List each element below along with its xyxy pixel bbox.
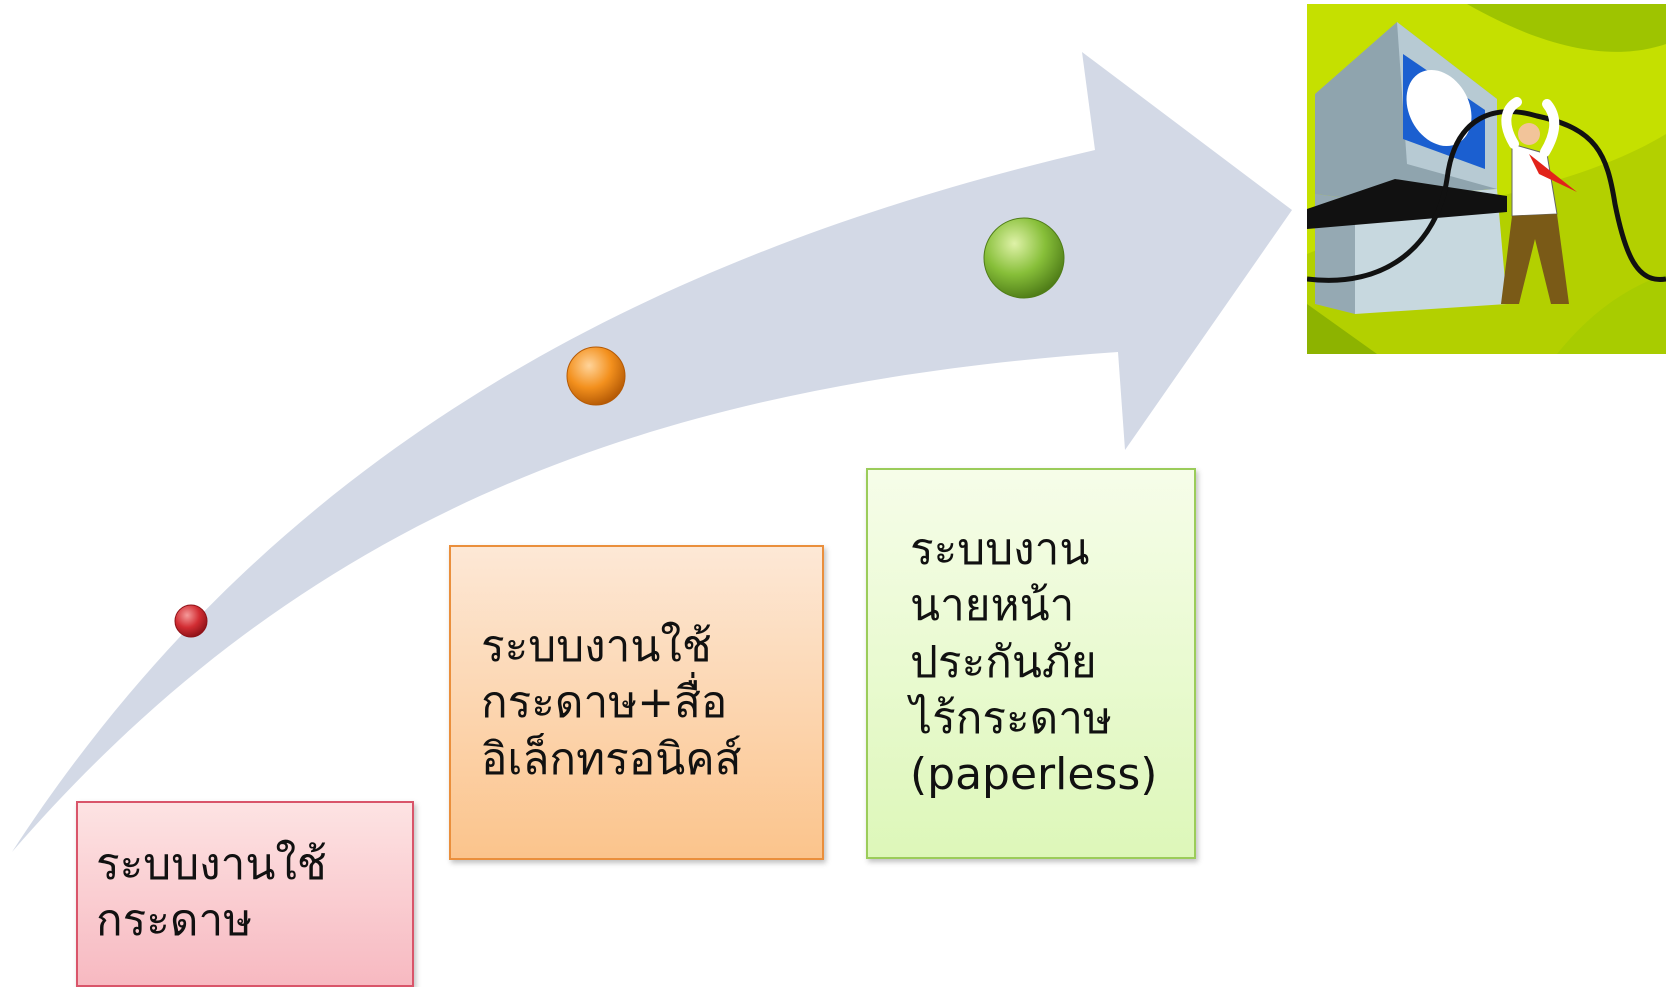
stage-3-line: ไร้กระดาษ bbox=[910, 692, 1112, 744]
stage-3-line: ประกันภัย bbox=[910, 636, 1097, 688]
stage-3-line: (paperless) bbox=[910, 749, 1158, 801]
stage-1-line: กระดาษ bbox=[96, 895, 253, 947]
stage-1-box: ระบบงานใช้ กระดาษ bbox=[76, 801, 414, 987]
stage-2-line: กระดาษ+สื่อ bbox=[481, 677, 728, 729]
stage-3-box: ระบบงาน นายหน้า ประกันภัย ไร้กระดาษ (pap… bbox=[866, 468, 1196, 859]
stage-2-marker bbox=[566, 346, 626, 406]
stage-1-line: ระบบงานใช้ bbox=[96, 839, 327, 890]
stage-3-marker bbox=[983, 217, 1065, 299]
stage-1-marker bbox=[174, 604, 208, 638]
arrow-body bbox=[12, 52, 1292, 852]
stage-3-line: ระบบงาน bbox=[910, 524, 1090, 575]
stage-2-box: ระบบงานใช้ กระดาษ+สื่อ อิเล็กทรอนิคส์ bbox=[449, 545, 824, 860]
stage-2-line: อิเล็กทรอนิคส์ bbox=[481, 733, 742, 785]
stage-3-line: นายหน้า bbox=[910, 580, 1075, 632]
stage-2-line: ระบบงานใช้ bbox=[481, 621, 712, 672]
computer-user-clipart-icon bbox=[1307, 4, 1666, 354]
